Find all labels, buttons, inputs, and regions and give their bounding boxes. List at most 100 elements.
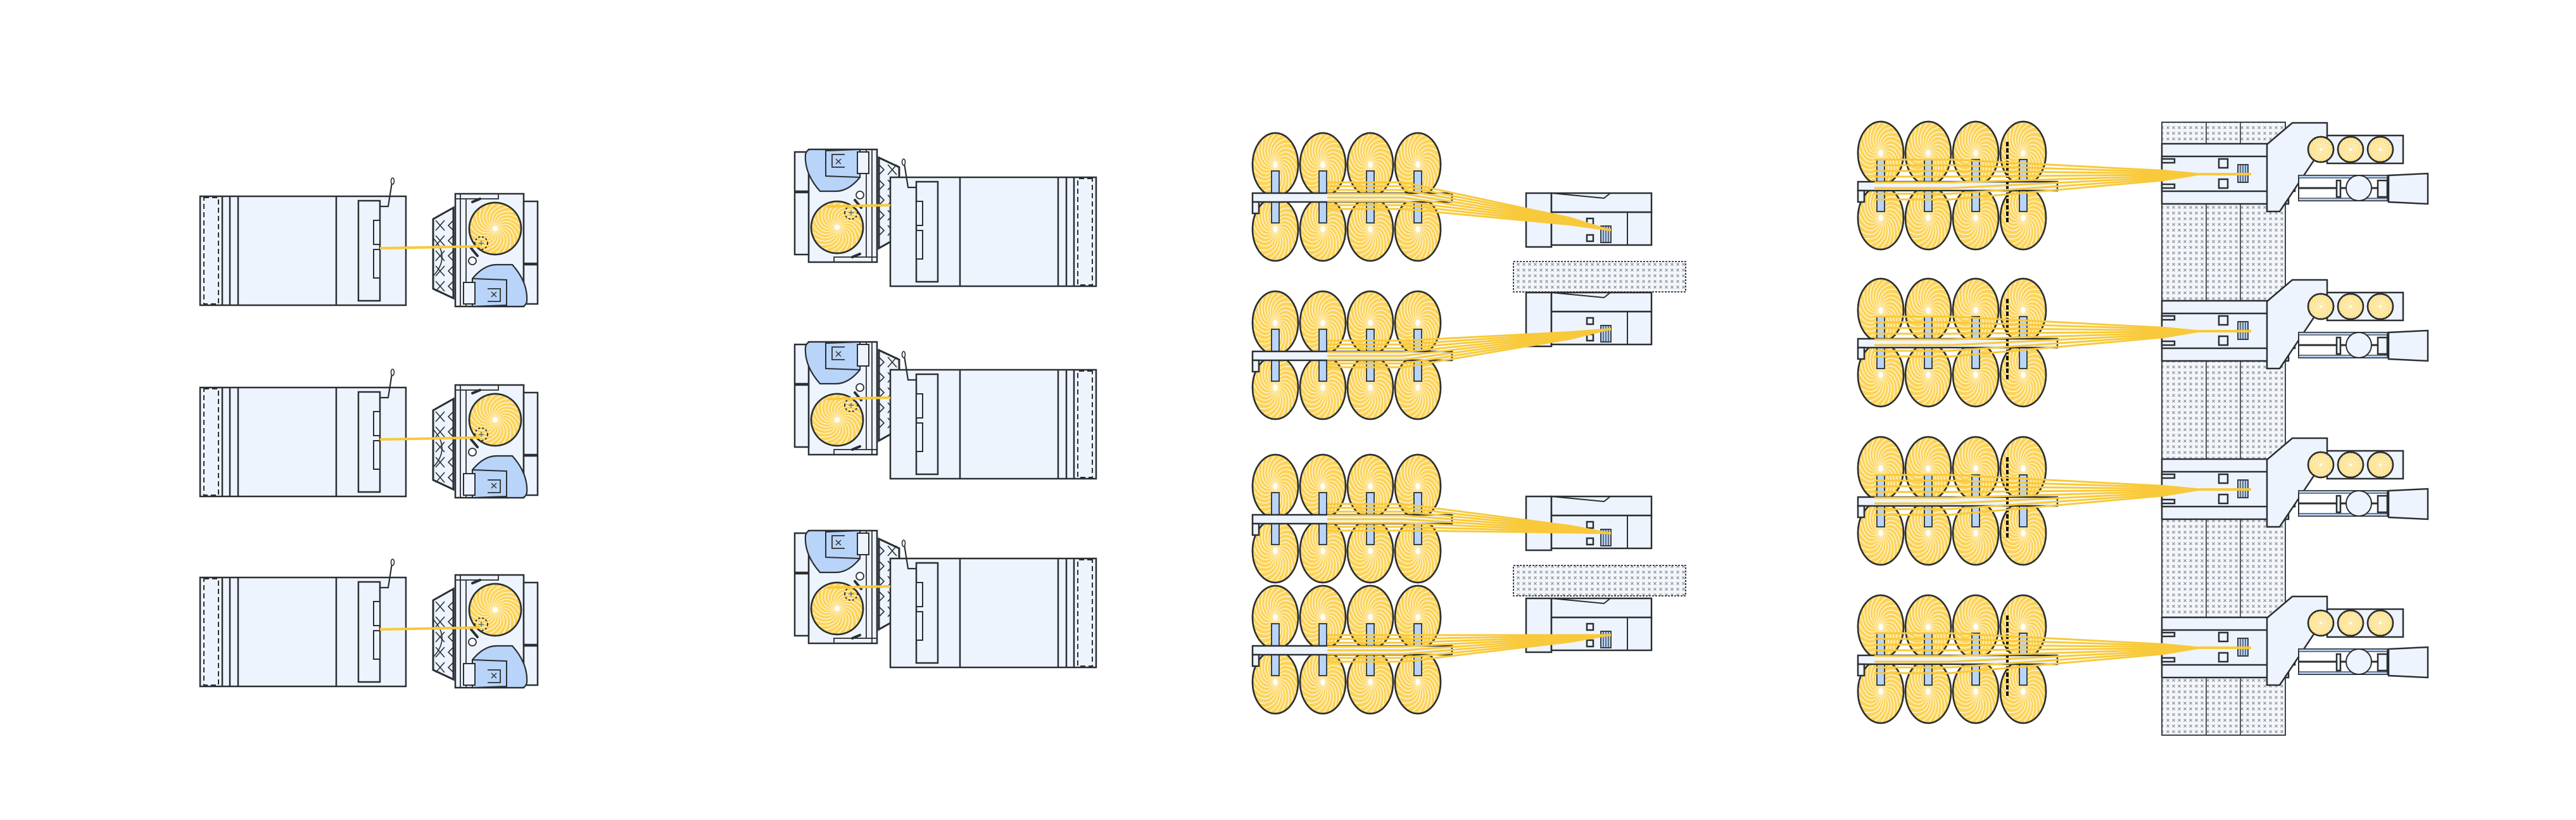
head-sensor [2218, 315, 2229, 326]
layout-multi-reel-bank-with-feeder [1857, 120, 2429, 736]
reel-bank [1251, 132, 1453, 262]
filter-band [1513, 565, 1686, 596]
deck-side-box [793, 191, 810, 256]
reel-hub [2379, 464, 2382, 466]
reel-bank [1857, 594, 2059, 724]
head-guide [2161, 473, 2176, 479]
rail-chain [2298, 175, 2388, 179]
tape-strand [1874, 647, 2200, 674]
cabinet-body [199, 195, 407, 306]
piston-drum [2346, 648, 2372, 675]
mechanism-box [472, 469, 507, 499]
grille-crosses [435, 601, 454, 673]
grille-chevron [878, 225, 885, 236]
grille-chevron [447, 220, 454, 231]
idler-roller [856, 572, 864, 581]
head-top [1550, 495, 1653, 517]
capstan-crosshair [479, 432, 484, 437]
piston-block [2377, 179, 2389, 198]
deck-side-box [793, 572, 810, 637]
head-sensor [1586, 537, 1594, 546]
guide-pin [851, 634, 861, 640]
idler-roller [468, 638, 477, 647]
head-guide [2161, 183, 2176, 189]
tape-path [826, 396, 891, 400]
grille-cross [887, 545, 897, 557]
reel-hub [1926, 307, 1931, 313]
grille-cross [435, 441, 445, 453]
grille-cross [435, 250, 445, 262]
reel-hub [1273, 483, 1278, 489]
piston-drum [2346, 490, 2372, 517]
reel-hub [2320, 464, 2322, 466]
cabinet-dashed-door [203, 388, 219, 496]
guide-pin [851, 253, 861, 258]
cabinet-dashed-door [1077, 370, 1093, 478]
head-sensor [2218, 473, 2229, 484]
beam-end-tab [1857, 346, 1866, 360]
reel-hub [1320, 320, 1325, 326]
grille-arc [432, 429, 443, 468]
reel-hub [1273, 614, 1278, 621]
head-bevel [1551, 496, 1611, 503]
mechanism-bracket [488, 479, 501, 493]
reel-hub [1926, 372, 1931, 378]
feeder-rail [2298, 175, 2389, 201]
reel-hub [834, 417, 840, 423]
reel-hub [2349, 305, 2352, 308]
discharge-nozzle [2387, 488, 2429, 520]
cabinet [199, 369, 407, 498]
guide-pin [471, 579, 481, 584]
reel-hub [2379, 622, 2382, 624]
reel-hub [2021, 215, 2026, 221]
guide-pin [471, 389, 481, 394]
mechanism-bracket [488, 288, 501, 302]
tape-bundle [1874, 158, 2251, 201]
lever [903, 355, 916, 381]
cabinet-dashed-door [203, 197, 219, 305]
reel-outline [2307, 451, 2335, 479]
bank-reel [1346, 453, 1394, 519]
reel-hub [1878, 465, 1883, 472]
cabinet [889, 158, 1097, 287]
rail-chain [2298, 671, 2388, 675]
bank-unit [1251, 132, 1686, 293]
reel-hub [1368, 548, 1373, 554]
capstan-dashed-ring [474, 427, 488, 441]
cabinet-body [889, 557, 1097, 669]
reel-hub [1973, 624, 1978, 630]
bank-unit [1857, 436, 2429, 566]
feeder-reel [2307, 136, 2335, 163]
beam-end-tab [1857, 663, 1866, 677]
reel-hub [1273, 548, 1278, 554]
reel-hub [1320, 161, 1325, 168]
reel-hub [1973, 307, 1978, 313]
head-bevel [1551, 192, 1611, 199]
reel-hub [1878, 150, 1883, 156]
reel-hub [2021, 465, 2026, 472]
supply-reel [810, 393, 864, 447]
bank-reel [1394, 196, 1442, 262]
reel-outline [2366, 293, 2394, 320]
layout-single-reel-right-deck [793, 148, 1097, 669]
deck-unit [793, 529, 1097, 669]
head-guide [2161, 315, 2176, 321]
reel-hub [1926, 150, 1931, 156]
grille-chevron [878, 194, 885, 206]
guide-pin [470, 438, 479, 448]
mechanism-bracket [831, 154, 845, 168]
head-guide [2161, 340, 2176, 346]
cabinet-slot [373, 601, 381, 626]
grille-cross [435, 220, 445, 231]
reel-hub [1368, 320, 1373, 326]
head-bevel [1551, 598, 1611, 605]
tape-bundle [1327, 503, 1611, 534]
grille-chevron [447, 426, 454, 438]
supply-reel [468, 583, 522, 637]
lever [903, 544, 916, 570]
cabinet-slot [916, 611, 923, 641]
reel-hub [2320, 622, 2322, 624]
lever-knob [901, 158, 906, 166]
mechanism-valve [491, 672, 497, 679]
idler-roller [856, 383, 864, 392]
